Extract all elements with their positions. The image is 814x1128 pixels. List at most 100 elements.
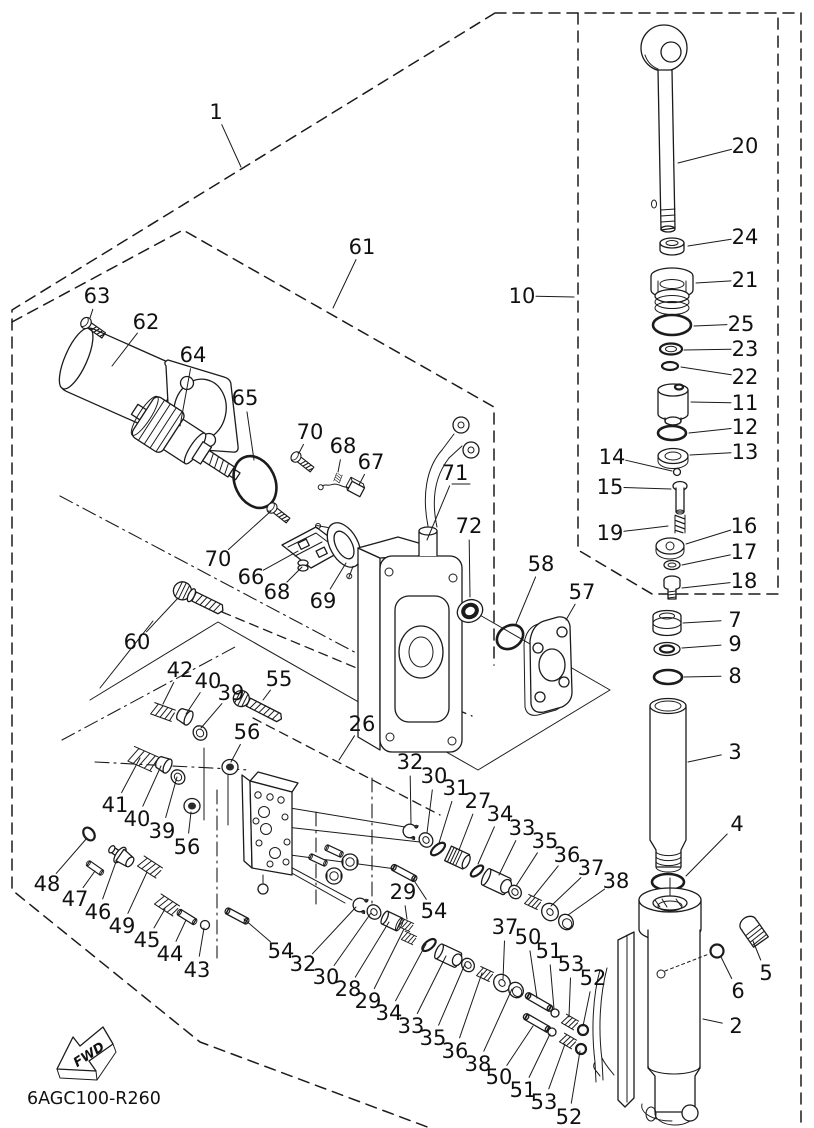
leader-line [685, 529, 732, 545]
callout-32: 32 [290, 906, 357, 976]
callout-70: 70 [297, 420, 323, 454]
part-number-46: 46 [85, 900, 112, 924]
callout-43: 43 [184, 927, 210, 982]
part-number-54: 54 [268, 939, 295, 963]
leader-line [683, 675, 722, 678]
callout-52: 52 [580, 966, 607, 1027]
part-number-52: 52 [556, 1105, 583, 1128]
leader-line [179, 368, 191, 427]
part-18-screw [663, 575, 681, 600]
leader-line [693, 324, 728, 327]
callout-5: 5 [752, 940, 773, 985]
leader-line [529, 950, 538, 999]
leader-line [502, 940, 505, 980]
leader-line [689, 452, 732, 456]
part-40-bushing-upper [176, 708, 194, 726]
callout-21: 21 [695, 268, 758, 292]
part-number-11: 11 [732, 391, 759, 415]
leader-line [121, 757, 141, 794]
part-55-bolt [232, 689, 283, 723]
callout-30: 30 [313, 912, 372, 989]
callout-38: 38 [567, 869, 629, 916]
leader-line [438, 963, 466, 1026]
motor-wires-and-terminals [424, 416, 480, 528]
part-45-spring [153, 893, 181, 917]
part-40-bushing-lower [155, 756, 173, 774]
callout-23: 23 [683, 337, 759, 361]
callout-54: 54 [243, 918, 295, 963]
part-number-58: 58 [528, 552, 555, 576]
part-number-63: 63 [84, 284, 111, 308]
part-number-17: 17 [731, 540, 758, 564]
part-41-spring [127, 745, 159, 773]
part-number-40: 40 [124, 807, 151, 831]
callout-10: 10 [509, 284, 575, 308]
leader-line [681, 554, 731, 566]
leader-line [528, 1033, 551, 1078]
part-number-44: 44 [157, 942, 184, 966]
callout-62: 62 [111, 310, 159, 367]
part-number-52: 52 [580, 966, 607, 990]
part-number-35: 35 [420, 1026, 447, 1050]
part-number-23: 23 [732, 337, 759, 361]
callout-72: 72 [456, 514, 482, 598]
assembly-boundary-group-1 [11, 12, 802, 1128]
part-number-16: 16 [731, 514, 758, 538]
part-48-o-ring [82, 826, 96, 842]
callout-12: 12 [688, 415, 758, 439]
leader-line [677, 148, 732, 164]
callout-18: 18 [681, 569, 757, 593]
part-19-spring [674, 514, 686, 534]
callout-30: 30 [421, 764, 448, 834]
part-number-30: 30 [421, 764, 448, 788]
leader-line [146, 597, 179, 633]
leader-line [477, 826, 495, 865]
drawing-code: 6AGC100-R260 [27, 1089, 161, 1109]
part-number-4: 4 [730, 812, 743, 836]
callout-13: 13 [689, 440, 758, 464]
callout-40: 40 [185, 669, 221, 715]
leader-line [333, 912, 372, 966]
part-70-screw-upper [288, 449, 317, 475]
callout-38: 38 [465, 988, 513, 1076]
callout-56: 56 [230, 720, 260, 763]
part-number-26: 26 [349, 712, 376, 736]
leader-line [221, 124, 242, 168]
callout-29: 29 [390, 880, 416, 920]
leader-line [548, 1043, 566, 1090]
part-number-27: 27 [465, 789, 492, 813]
leader-line [623, 487, 672, 490]
part-56-grommet-lower [183, 797, 201, 815]
callout-14: 14 [599, 445, 673, 472]
leader-line [165, 776, 178, 818]
part-number-67: 67 [358, 450, 385, 474]
part-number-8: 8 [728, 664, 741, 688]
callout-32: 32 [397, 750, 423, 825]
part-number-35: 35 [532, 829, 559, 853]
part-68-nut-lower [297, 559, 309, 572]
leader-line [687, 238, 732, 247]
part-number-10: 10 [509, 284, 536, 308]
part-number-51: 51 [536, 939, 563, 963]
valve-manifold-block [241, 771, 299, 895]
leader-line [286, 566, 303, 583]
leader-line [426, 789, 433, 834]
callout-25: 25 [693, 312, 754, 336]
callout-26: 26 [338, 712, 376, 761]
part-number-3: 3 [728, 740, 741, 764]
callout-50: 50 [515, 925, 541, 999]
leader-line [82, 870, 96, 889]
shuttle-pin-set-lower [521, 1011, 588, 1056]
callout-3: 3 [687, 740, 742, 764]
leader-line [409, 775, 412, 825]
leader-line [483, 988, 513, 1052]
part-3-cylinder-tube [649, 697, 687, 873]
part-43-ball [199, 919, 211, 931]
part-number-41: 41 [102, 793, 129, 817]
leader-line [142, 765, 162, 807]
part-2-cylinder-body [592, 877, 710, 1126]
part-68-spring-upper [333, 472, 343, 484]
leader-line [682, 620, 722, 624]
callout-54: 54 [412, 878, 447, 923]
part-71-motor-housing [357, 526, 463, 753]
